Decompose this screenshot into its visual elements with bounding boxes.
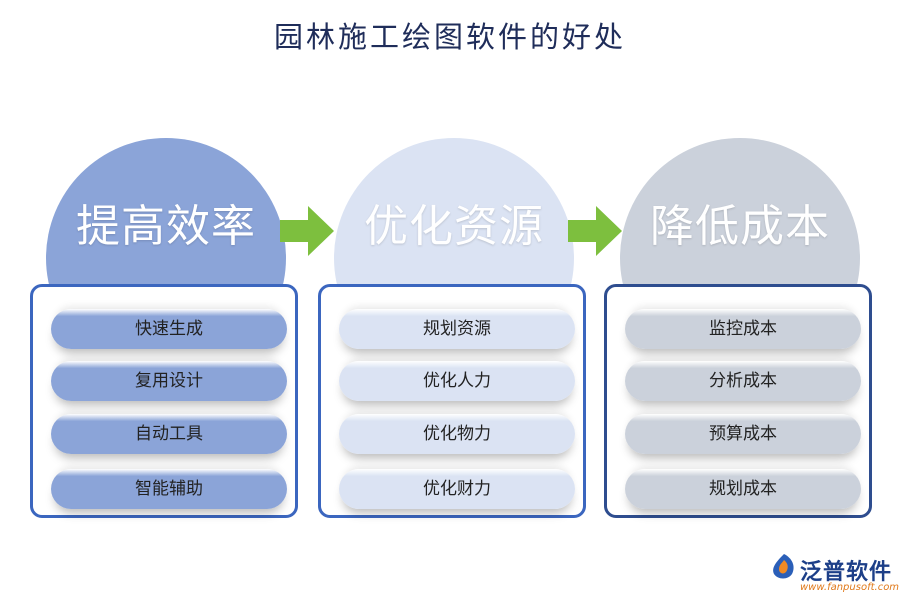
benefit-item: 规划成本 (625, 469, 861, 509)
page-title: 园林施工绘图软件的好处 (273, 20, 626, 54)
benefit-heading: 提高效率 (76, 201, 256, 252)
arrow-shape (280, 206, 334, 256)
right-arrow-icon (280, 206, 334, 256)
benefit-panel: 规划资源 优化人力 优化物力 优化财力 (318, 284, 586, 518)
benefit-item: 优化人力 (339, 361, 575, 401)
benefit-column-cost: 降低成本 监控成本 分析成本 预算成本 规划成本 (602, 0, 882, 600)
arrow-shape (568, 206, 622, 256)
logo-url: www.fanpusoft.com (800, 582, 900, 593)
brand-logo: 泛普软件 www.fanpusoft.com (770, 550, 900, 600)
benefit-item: 自动工具 (51, 414, 287, 454)
benefit-column-efficiency: 提高效率 快速生成 复用设计 自动工具 智能辅助 (28, 0, 308, 600)
logo-icon (773, 554, 794, 579)
benefit-item: 快速生成 (51, 309, 287, 349)
benefit-item: 优化物力 (339, 414, 575, 454)
benefit-item: 复用设计 (51, 361, 287, 401)
benefit-panel: 监控成本 分析成本 预算成本 规划成本 (604, 284, 872, 518)
benefit-item: 预算成本 (625, 414, 861, 454)
benefit-column-resources: 优化资源 规划资源 优化人力 优化物力 优化财力 (316, 0, 596, 600)
right-arrow-icon (568, 206, 622, 256)
benefit-item: 优化财力 (339, 469, 575, 509)
benefit-item: 规划资源 (339, 309, 575, 349)
benefit-item: 智能辅助 (51, 469, 287, 509)
logo-name: 泛普软件 (800, 560, 893, 585)
benefit-item: 分析成本 (625, 361, 861, 401)
benefit-heading: 降低成本 (650, 201, 830, 252)
benefit-panel: 快速生成 复用设计 自动工具 智能辅助 (30, 284, 298, 518)
benefit-item: 监控成本 (625, 309, 861, 349)
benefit-heading: 优化资源 (364, 201, 544, 252)
